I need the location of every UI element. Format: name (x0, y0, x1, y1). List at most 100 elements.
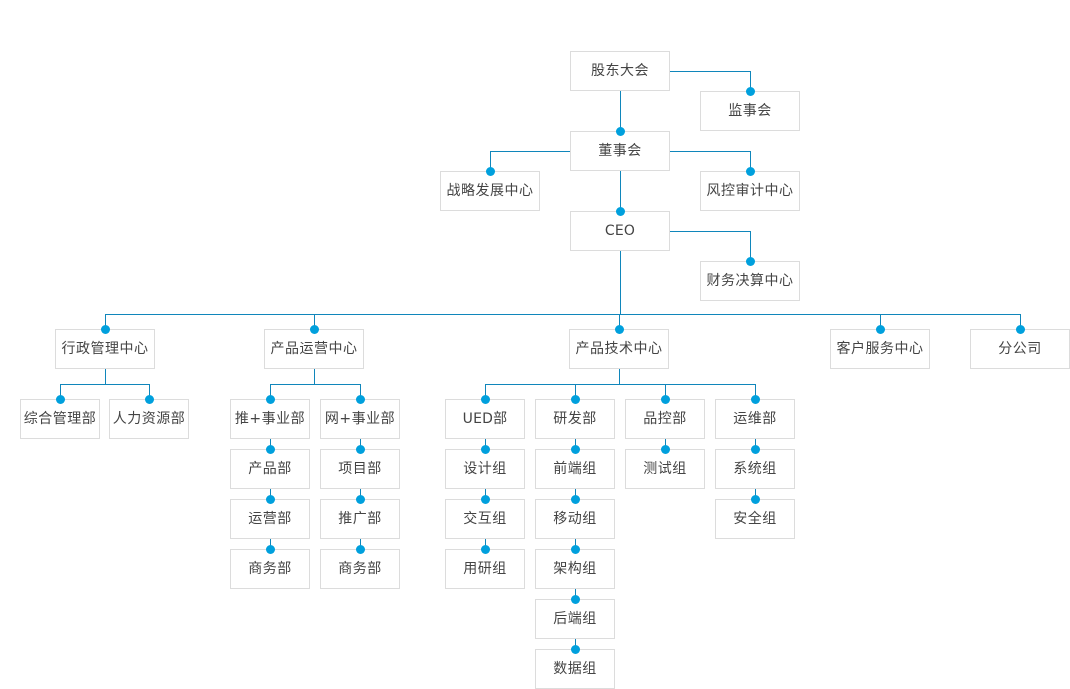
org-node-label: 前端组 (553, 461, 597, 477)
org-node-shareholders[interactable]: 股东大会 (570, 51, 670, 91)
org-node-datateam[interactable]: 数据组 (535, 649, 615, 689)
connector-dot (355, 494, 365, 504)
org-node-hr[interactable]: 人力资源部 (109, 399, 189, 439)
connector-line (670, 71, 750, 72)
connector-dot (660, 394, 670, 404)
org-node-label: 董事会 (598, 143, 642, 159)
org-node-label: 后端组 (553, 611, 597, 627)
org-node-branch[interactable]: 分公司 (970, 329, 1070, 369)
org-node-backend[interactable]: 后端组 (535, 599, 615, 639)
connector-line (575, 639, 576, 649)
connector-line (880, 314, 881, 329)
org-node-riskaudit[interactable]: 风控审计中心 (700, 171, 800, 211)
connector-line (270, 439, 271, 449)
org-node-board[interactable]: 董事会 (570, 131, 670, 171)
org-node-wang[interactable]: 网+事业部 (320, 399, 400, 439)
org-node-project[interactable]: 项目部 (320, 449, 400, 489)
org-node-ops[interactable]: 运维部 (715, 399, 795, 439)
connector-dot (480, 494, 490, 504)
org-node-finance[interactable]: 财务决算中心 (700, 261, 800, 301)
org-node-security[interactable]: 安全组 (715, 499, 795, 539)
org-node-label: 品控部 (643, 411, 687, 427)
connector-line (670, 151, 750, 152)
org-node-label: 项目部 (338, 461, 382, 477)
connector-line (360, 539, 361, 549)
connector-line (490, 151, 570, 152)
org-node-label: 测试组 (643, 461, 687, 477)
org-node-interaction[interactable]: 交互组 (445, 499, 525, 539)
org-node-label: 移动组 (553, 511, 597, 527)
connector-line (620, 91, 621, 131)
org-node-label: UED部 (462, 411, 508, 427)
org-node-label: 分公司 (998, 341, 1042, 357)
org-node-label: 风控审计中心 (706, 183, 794, 199)
org-node-label: 数据组 (553, 661, 597, 677)
org-node-prodtech[interactable]: 产品技术中心 (569, 329, 669, 369)
org-node-design[interactable]: 设计组 (445, 449, 525, 489)
connector-line (314, 369, 315, 384)
connector-dot (615, 206, 625, 216)
org-node-userresearch[interactable]: 用研组 (445, 549, 525, 589)
connector-line (575, 489, 576, 499)
connector-dot (265, 494, 275, 504)
connector-line (105, 314, 1020, 315)
org-node-custservice[interactable]: 客户服务中心 (830, 329, 930, 369)
connector-dot (875, 324, 885, 334)
org-node-prodops[interactable]: 产品运营中心 (264, 329, 364, 369)
org-node-business2[interactable]: 商务部 (320, 549, 400, 589)
connector-dot (745, 166, 755, 176)
org-node-frontend[interactable]: 前端组 (535, 449, 615, 489)
connector-line (750, 71, 751, 91)
org-node-promotion[interactable]: 推广部 (320, 499, 400, 539)
connector-line (750, 231, 751, 261)
connector-line (60, 384, 149, 385)
org-node-admin[interactable]: 行政管理中心 (55, 329, 155, 369)
org-node-qa[interactable]: 品控部 (625, 399, 705, 439)
connector-dot (309, 324, 319, 334)
org-node-label: 商务部 (338, 561, 382, 577)
connector-line (270, 489, 271, 499)
org-node-label: 安全组 (733, 511, 777, 527)
org-node-general[interactable]: 综合管理部 (20, 399, 100, 439)
connector-dot (570, 444, 580, 454)
connector-dot (615, 126, 625, 136)
org-node-test[interactable]: 测试组 (625, 449, 705, 489)
connector-dot (570, 394, 580, 404)
connector-line (620, 251, 621, 314)
org-node-tui[interactable]: 推+事业部 (230, 399, 310, 439)
org-node-label: 行政管理中心 (61, 341, 149, 357)
connector-dot (355, 544, 365, 554)
org-node-architecture[interactable]: 架构组 (535, 549, 615, 589)
org-node-ceo[interactable]: CEO (570, 211, 670, 251)
org-node-system[interactable]: 系统组 (715, 449, 795, 489)
connector-line (360, 439, 361, 449)
org-node-label: 运营部 (248, 511, 292, 527)
org-node-label: 产品部 (248, 461, 292, 477)
org-node-operation[interactable]: 运营部 (230, 499, 310, 539)
org-node-label: 财务决算中心 (706, 273, 794, 289)
org-node-label: 设计组 (463, 461, 507, 477)
org-node-label: 产品运营中心 (270, 341, 358, 357)
connector-dot (570, 544, 580, 554)
org-node-product[interactable]: 产品部 (230, 449, 310, 489)
connector-dot (355, 394, 365, 404)
org-node-strategy[interactable]: 战略发展中心 (440, 171, 540, 211)
connector-dot (570, 494, 580, 504)
connector-line (105, 314, 106, 329)
connector-dot (485, 166, 495, 176)
org-node-ued[interactable]: UED部 (445, 399, 525, 439)
org-node-label: 研发部 (553, 411, 597, 427)
connector-line (490, 151, 491, 171)
org-node-mobile[interactable]: 移动组 (535, 499, 615, 539)
connector-dot (1015, 324, 1025, 334)
org-node-supervisors[interactable]: 监事会 (700, 91, 800, 131)
org-node-label: 综合管理部 (23, 411, 97, 427)
org-node-rd[interactable]: 研发部 (535, 399, 615, 439)
connector-dot (480, 544, 490, 554)
org-node-label: 人力资源部 (112, 411, 186, 427)
connector-line (575, 439, 576, 449)
org-node-label: 客户服务中心 (836, 341, 924, 357)
connector-line (619, 369, 620, 384)
org-node-business1[interactable]: 商务部 (230, 549, 310, 589)
